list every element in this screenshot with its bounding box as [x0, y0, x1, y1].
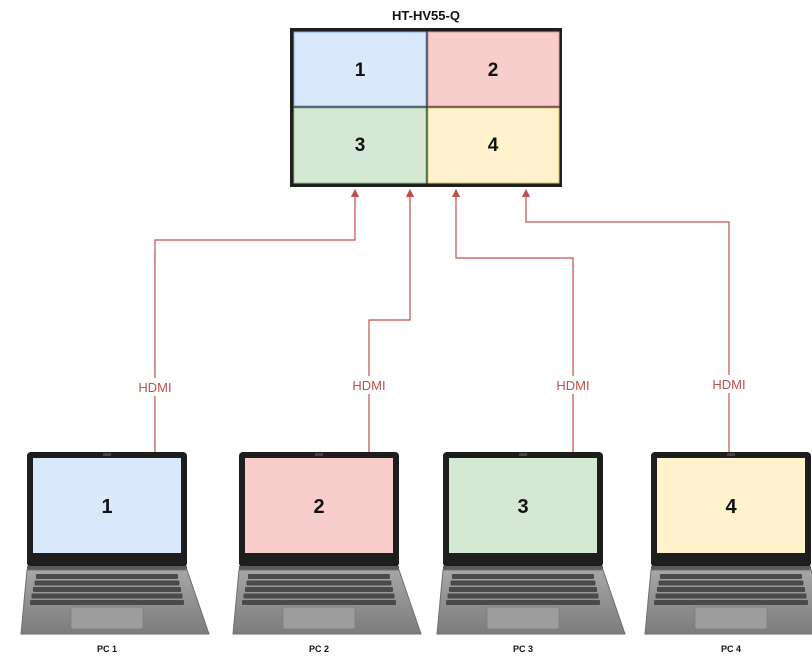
- hdmi-label-2: HDMI: [352, 378, 385, 393]
- laptop-1-hinge: [27, 566, 187, 570]
- quadrant-2-label: 2: [488, 60, 499, 81]
- quadrant-4: [427, 107, 560, 184]
- laptop-2-screen-label: 2: [313, 496, 324, 518]
- hdmi-connection-4: [521, 188, 730, 452]
- hdmi-label-bg-4: [708, 375, 750, 393]
- laptop-3-keyboard-row: [446, 600, 600, 605]
- hdmi-label-bg-2: [348, 376, 390, 394]
- laptop-1-keyboard-row: [36, 574, 178, 579]
- laptop-3-keyboard-row: [450, 580, 596, 586]
- quadrant-1: [293, 31, 427, 107]
- laptop-4-screen: [657, 458, 805, 553]
- laptops: 1 PC 1 2 PC 2 3 PC 3 4 PC 4: [20, 452, 812, 654]
- device-title: HT-HV55-Q: [392, 8, 460, 23]
- quadrant-2: [427, 31, 560, 107]
- laptop-3-touchpad: [486, 606, 560, 630]
- laptop-4-keyboard-row: [657, 587, 805, 592]
- hdmi-label-bg-1: [134, 378, 176, 396]
- video-wall-device: HT-HV55-Q 1 2 3 4: [290, 8, 562, 187]
- laptop-1-camera: [103, 453, 111, 456]
- laptop-3: 3 PC 3: [436, 452, 626, 654]
- pc-3-label: PC 3: [513, 644, 533, 654]
- laptop-3-keyboard-row: [452, 574, 594, 579]
- laptop-2-camera: [315, 453, 323, 456]
- laptop-2-screen: [245, 458, 393, 553]
- hdmi-label-4: HDMI: [712, 377, 745, 392]
- quadrant-4-label: 4: [488, 135, 499, 156]
- laptop-2-keyboard-row: [248, 574, 390, 579]
- laptop-4-keyboard-row: [658, 580, 804, 586]
- laptop-2: 2 PC 2: [232, 452, 422, 654]
- laptop-2-keyboard-row: [246, 580, 392, 586]
- laptop-4-keyboard-row: [660, 574, 802, 579]
- quadrant-3-label: 3: [355, 135, 366, 156]
- hdmi-connection-3: [451, 188, 574, 452]
- laptop-4-camera: [727, 453, 735, 456]
- laptop-3-camera: [519, 453, 527, 456]
- hdmi-label-bg-3: [552, 376, 594, 394]
- hdmi-label-3: HDMI: [556, 378, 589, 393]
- laptop-4-touchpad: [694, 606, 768, 630]
- laptop-1-keyboard-row: [31, 593, 183, 599]
- hdmi-connection-1: [154, 188, 360, 452]
- laptop-2-keyboard-row: [245, 587, 393, 592]
- laptop-1: 1 PC 1: [20, 452, 210, 654]
- laptop-2-touchpad: [282, 606, 356, 630]
- laptop-4-screen-label: 4: [725, 496, 737, 518]
- laptop-1-touchpad: [70, 606, 144, 630]
- laptop-3-screen: [449, 458, 597, 553]
- quadrant-1-label: 1: [355, 60, 366, 81]
- laptop-3-hinge: [443, 566, 603, 570]
- laptop-3-screen-label: 3: [517, 496, 528, 518]
- laptop-1-screen-label: 1: [101, 496, 112, 518]
- laptop-4: 4 PC 4: [644, 452, 812, 654]
- laptop-2-keyboard-row: [242, 600, 396, 605]
- connections: HDMI HDMI HDMI HDMI: [134, 188, 750, 452]
- laptop-2-hinge: [239, 566, 399, 570]
- quadrant-3: [293, 107, 427, 184]
- hdmi-label-1: HDMI: [138, 380, 171, 395]
- laptop-4-keyboard-row: [655, 593, 807, 599]
- laptop-3-keyboard-row: [447, 593, 599, 599]
- laptop-1-keyboard-row: [34, 580, 180, 586]
- laptop-1-keyboard-row: [30, 600, 184, 605]
- laptop-2-keyboard-row: [243, 593, 395, 599]
- pc-2-label: PC 2: [309, 644, 329, 654]
- pc-1-label: PC 1: [97, 644, 117, 654]
- hdmi-connection-2: [368, 188, 415, 452]
- laptop-1-screen: [33, 458, 181, 553]
- pc-4-label: PC 4: [721, 644, 741, 654]
- laptop-4-keyboard-row: [654, 600, 808, 605]
- laptop-3-keyboard-row: [449, 587, 597, 592]
- laptop-1-keyboard-row: [33, 587, 181, 592]
- laptop-4-hinge: [651, 566, 811, 570]
